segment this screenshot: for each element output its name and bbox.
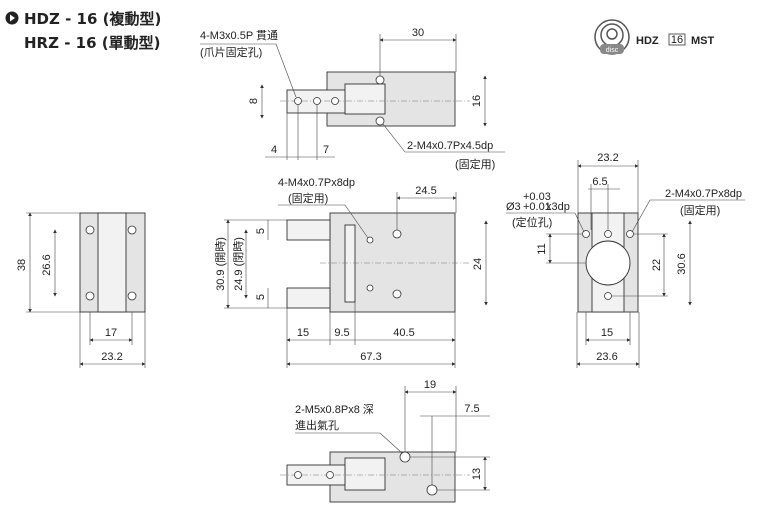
dim-24-5: 24.5 xyxy=(415,185,436,197)
dim-4: 4 xyxy=(271,144,277,156)
dim-40-5: 40.5 xyxy=(393,327,414,339)
top-view: 30 8 16 4 7 4-M3x0.5P 貫通 (爪片固定孔) 2-M4x0.… xyxy=(200,27,505,171)
dim-23-2: 23.2 xyxy=(101,351,122,363)
dim-5-bottom: 5 xyxy=(255,294,267,300)
title-line2: HRZ - 16 (單動型) xyxy=(24,34,160,52)
dim-24: 24 xyxy=(472,258,484,270)
pin-hole-diameter: Ø3 xyxy=(506,201,521,213)
dim-19: 19 xyxy=(424,379,436,391)
note-m5-8-deep: 2-M5x0.8Px8 深 xyxy=(295,403,374,416)
note-m4-8dp: 4-M4x0.7Px8dp xyxy=(278,177,355,189)
dim-6-5: 6.5 xyxy=(592,176,607,188)
note-fixing: (固定用) xyxy=(288,191,328,205)
logo-size: 16 xyxy=(671,34,683,46)
dim-13: 13 xyxy=(471,468,483,480)
note-locating-hole: (定位孔) xyxy=(512,215,552,229)
dim-67-3: 67.3 xyxy=(360,351,381,363)
front-view: 4-M4x0.7Px8dp (固定用) 24.5 5 30.9 (開時) 24.… xyxy=(214,177,488,368)
dim-11: 11 xyxy=(536,243,548,254)
pin-tol-lower: +0.01 xyxy=(523,201,551,213)
dim-38: 38 xyxy=(16,259,28,271)
note-fixing: (固定用) xyxy=(680,203,720,217)
dim-22: 22 xyxy=(651,259,663,271)
dim-17: 17 xyxy=(105,327,117,339)
dim-closed: 24.9 (閉時) xyxy=(232,237,245,291)
pin-tol-upper: +0.03 xyxy=(523,191,551,203)
logo-suffix: MST xyxy=(691,35,715,47)
note-fixing: (固定用) xyxy=(455,157,495,171)
dim-16: 16 xyxy=(471,95,483,107)
dim-8: 8 xyxy=(248,98,260,104)
left-view: 38 26.6 17 23.2 xyxy=(16,212,146,368)
dim-30: 30 xyxy=(412,27,424,39)
dim-15: 15 xyxy=(297,327,309,339)
dim-open: 30.9 (開時) xyxy=(214,237,227,291)
bullet-icon xyxy=(5,11,19,25)
dim-7-5: 7.5 xyxy=(464,403,479,415)
bottom-view: 19 7.5 2-M5x0.8Px8 深 進出氣孔 13 xyxy=(280,379,490,503)
logo-text: disc xyxy=(606,47,619,54)
logo-model: HDZ xyxy=(636,35,659,47)
note-m4-8dp: 2-M4x0.7Px8dp xyxy=(665,188,742,200)
dim-5-top: 5 xyxy=(255,228,267,234)
dim-7: 7 xyxy=(323,144,329,156)
note-m4-4-5dp: 2-M4x0.7Px4.5dp xyxy=(407,140,493,152)
dim-23-6: 23.6 xyxy=(596,351,617,363)
right-view: 23.2 6.5 Ø3 +0.03 +0.01 x3dp (定位孔) 2-M4x… xyxy=(506,152,745,368)
disc-logo-icon: disc xyxy=(594,19,630,55)
dim-26-6: 26.6 xyxy=(41,254,53,275)
note-jaw-fix-hole: (爪片固定孔) xyxy=(200,45,262,59)
note-air-port: 進出氣孔 xyxy=(295,418,339,432)
pin-depth: x3dp xyxy=(546,201,570,213)
title-line1: HDZ - 16 (複動型) xyxy=(24,10,161,28)
note-m3-through: 4-M3x0.5P 貫通 xyxy=(200,29,278,42)
dim-15: 15 xyxy=(601,327,613,339)
dim-9-5: 9.5 xyxy=(334,327,349,339)
dim-30-6: 30.6 xyxy=(676,253,688,274)
dim-23-2: 23.2 xyxy=(597,152,618,164)
